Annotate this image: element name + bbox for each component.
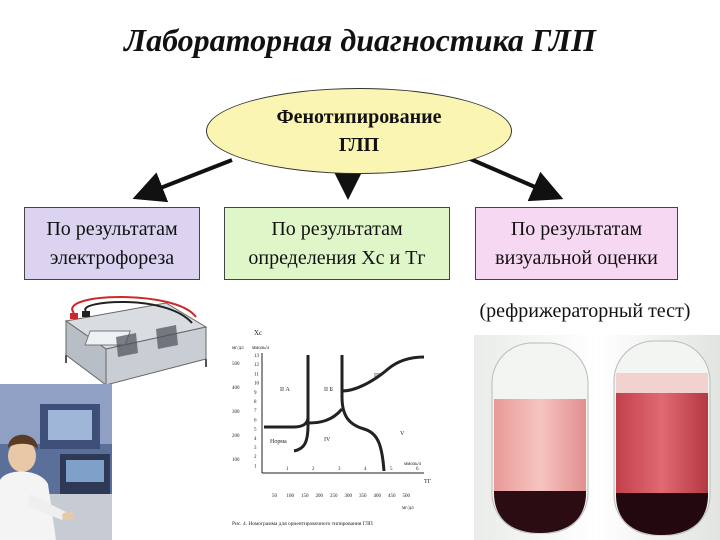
electrophoresis-apparatus-image — [46, 293, 214, 398]
nomogram-x-tick-mg: 200 — [316, 494, 324, 499]
nomogram-region-label: V — [400, 431, 405, 437]
nomogram-y-unit-top: Хс — [254, 329, 262, 337]
electrophoresis-box-line-2: электрофореза — [25, 244, 199, 273]
nomogram-x-unit-top: ммоль/л — [404, 462, 422, 467]
nomogram-y-unit-mg: мг/дл — [232, 346, 244, 351]
visual-assessment-box-line-2: визуальной оценки — [476, 244, 677, 273]
lab-worker-image — [0, 384, 112, 540]
nomogram-y-tick-mmol: 10 — [254, 382, 260, 387]
right-tube-cream-layer — [616, 373, 708, 395]
cholesterol-tg-box: По результатам определения Хс и Тг — [224, 207, 450, 280]
nomogram-y-tick-mmol: 12 — [254, 363, 260, 368]
nomogram-y-tick-mg: 100 — [232, 458, 240, 463]
phenotyping-ellipse: Фенотипирование ГЛП — [206, 88, 512, 174]
nomogram-y-tick-mg: 400 — [232, 386, 240, 391]
nomogram-x-unit-tg: ТГ — [424, 479, 432, 485]
arrow-left — [140, 160, 232, 196]
arrow-right — [468, 158, 556, 196]
visual-assessment-box: По результатам визуальной оценки — [475, 207, 678, 280]
nomogram-x-tick-mg: 250 — [330, 494, 338, 499]
nomogram-region-label: II А — [280, 387, 290, 393]
nomogram-region-label: III — [374, 373, 380, 379]
nomogram-chart: Хс мг/дл ммоль/л 500 400 300 200 100 13 12 11 1… — [224, 325, 446, 540]
nomogram-y-tick-mmol: 13 — [254, 354, 260, 359]
ellipse-line-2: ГЛП — [207, 131, 511, 159]
nomogram-y-tick-mg: 500 — [232, 362, 240, 367]
nomogram-x-tick-mg: 450 — [388, 494, 396, 499]
ellipse-line-1: Фенотипирование — [207, 103, 511, 131]
electrophoresis-box: По результатам электрофореза — [24, 207, 200, 280]
refrigerator-test-note: (рефрижераторный тест) — [455, 300, 715, 323]
nomogram-y-unit-mmol: ммоль/л — [252, 346, 270, 351]
nomogram-region-label: IV — [324, 437, 331, 443]
nomogram-x-tick-mg: 400 — [374, 494, 382, 499]
nomogram-region-label: II Б — [324, 387, 333, 393]
nomogram-y-tick-mg: 300 — [232, 410, 240, 415]
refrigerator-test-tubes-image — [474, 335, 720, 540]
nomogram-x-tick-mg: 150 — [301, 494, 309, 499]
nomogram-caption: Рис. 4. Номограмма для ориентировочного … — [232, 521, 373, 527]
cholesterol-tg-box-line-2: определения Хс и Тг — [225, 244, 449, 273]
nomogram-x-tick-mg: 300 — [345, 494, 353, 499]
nomogram-region-label: Норма — [270, 439, 287, 445]
nomogram-y-tick-mg: 200 — [232, 434, 240, 439]
left-tube-liquid — [494, 399, 586, 497]
nomogram-x-tick-mg: 500 — [403, 494, 411, 499]
nomogram-x-unit-mg: мг/дл — [402, 506, 414, 511]
electrophoresis-box-line-1: По результатам — [25, 215, 199, 244]
cholesterol-tg-box-line-1: По результатам — [225, 215, 449, 244]
visual-assessment-box-line-1: По результатам — [476, 215, 677, 244]
nomogram-x-tick-mg: 100 — [287, 494, 295, 499]
right-tube-liquid — [616, 393, 708, 497]
nomogram-x-tick-mg: 350 — [359, 494, 367, 499]
nomogram-y-tick-mmol: 11 — [254, 372, 259, 377]
nomogram-x-tick-mg: 50 — [272, 494, 278, 499]
